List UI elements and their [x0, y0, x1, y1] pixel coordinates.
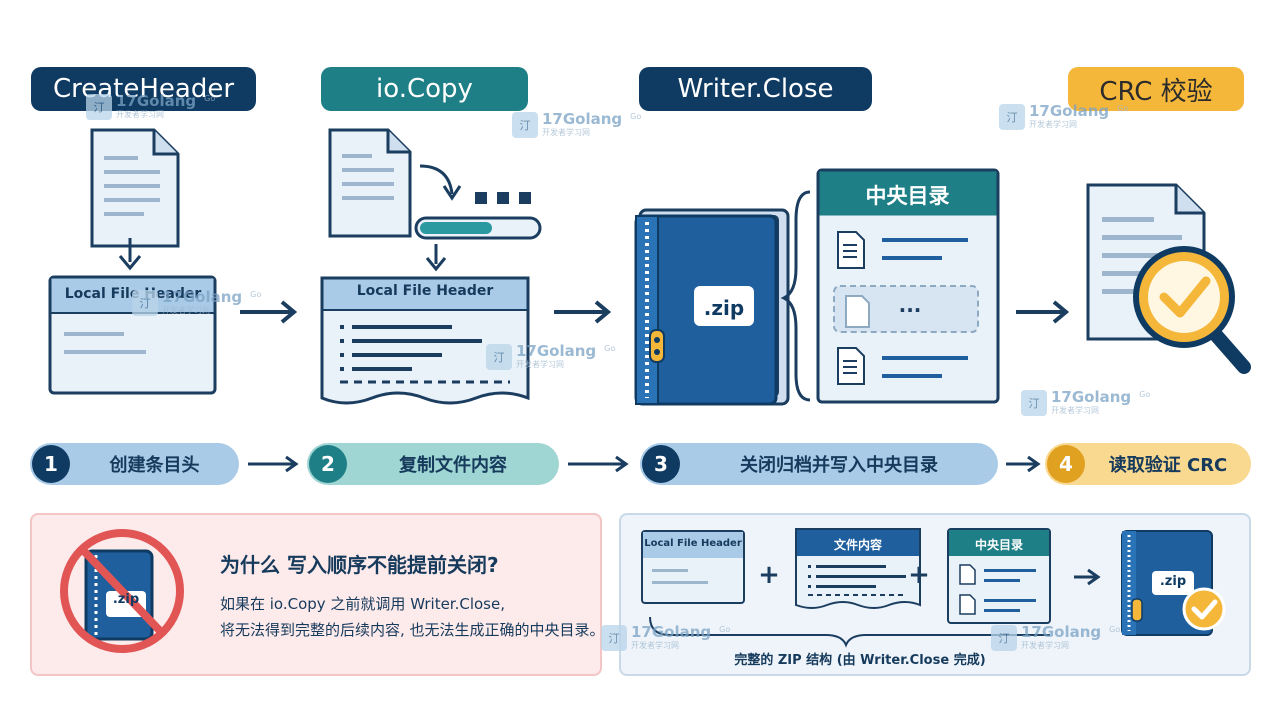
watermark-go: Go — [719, 625, 731, 634]
io-copy-illustration — [320, 128, 542, 405]
check-badge-icon — [1182, 587, 1226, 631]
step-3: 3 关闭归档并写入中央目录 — [640, 443, 998, 485]
arrow-right-icon — [554, 300, 612, 324]
watermark-logo-icon: 汀 — [486, 344, 512, 370]
step-4-label: 读取验证 CRC — [1108, 455, 1228, 476]
watermark-logo-icon: 汀 — [512, 112, 538, 138]
watermark-go: Go — [1117, 104, 1129, 113]
zipper-icon — [645, 222, 665, 398]
watermark-name: 17Golang — [116, 92, 197, 110]
structure-central-directory-label: 中央目录 — [974, 538, 1023, 552]
watermark-logo-icon: 汀 — [132, 290, 158, 316]
step-4-number: 4 — [1047, 445, 1085, 483]
watermark-go: Go — [630, 112, 642, 121]
file-icon — [959, 564, 976, 585]
plus-sign-2: + — [908, 560, 930, 590]
watermark-name: 17Golang — [1021, 623, 1102, 641]
step-3-label: 关闭归档并写入中央目录 — [740, 455, 938, 476]
watermark-sub: 开发者学习网 — [1051, 406, 1099, 415]
document-icon — [90, 128, 180, 248]
watermark-sub: 开发者学习网 — [1029, 120, 1077, 129]
arrow-right-icon — [1016, 300, 1070, 324]
panel2-local-file-header-label: Local File Header — [356, 283, 494, 299]
arrow-right-icon — [240, 300, 298, 324]
watermark-go: Go — [604, 344, 616, 353]
warning-zip-label: .zip — [112, 592, 140, 607]
progress-bar — [414, 216, 542, 240]
crc-check-title: CRC 校验 — [1068, 67, 1244, 111]
writer-close-title: Writer.Close — [639, 67, 872, 111]
step-2-label: 复制文件内容 — [399, 455, 507, 476]
watermark-go: Go — [1109, 625, 1121, 634]
watermark-sub: 开发者学习网 — [162, 306, 210, 315]
structure-zip-label: .zip — [1159, 574, 1187, 589]
watermark-sub: 开发者学习网 — [116, 110, 164, 119]
watermark-go: Go — [1139, 390, 1151, 399]
data-blocks-icon — [475, 192, 531, 204]
warning-line-1: 如果在 io.Copy 之前就调用 Writer.Close, — [220, 595, 505, 613]
watermark-sub: 开发者学习网 — [631, 641, 679, 650]
warning-line-2: 将无法得到完整的后续内容, 也无法生成正确的中央目录。 — [220, 621, 605, 639]
writer-close-illustration — [634, 168, 1000, 406]
watermark-logo-icon: 汀 — [1021, 390, 1047, 416]
watermark-logo-icon: 汀 — [991, 625, 1017, 651]
step-2-number: 2 — [309, 445, 347, 483]
step-2: 2 复制文件内容 — [307, 443, 559, 485]
down-arrow-icon — [425, 244, 447, 272]
document-icon — [328, 128, 412, 238]
plus-sign-1: + — [758, 560, 780, 590]
create-header-illustration — [48, 128, 217, 395]
watermark-sub: 开发者学习网 — [542, 128, 590, 137]
zip-structure-illustration — [641, 528, 1226, 648]
file-icon — [959, 594, 976, 615]
step-1-label: 创建条目头 — [109, 455, 200, 476]
io-copy-title: io.Copy — [321, 67, 528, 111]
arrow-right-icon — [568, 455, 629, 473]
curved-arrow-icon — [419, 164, 462, 201]
structure-file-content-label: 文件内容 — [833, 538, 882, 552]
step-1-number: 1 — [32, 445, 70, 483]
watermark-name: 17Golang — [1051, 388, 1132, 406]
watermark-name: 17Golang — [631, 623, 712, 641]
crc-check-illustration — [1086, 183, 1251, 374]
watermark-logo-icon: 汀 — [999, 104, 1025, 130]
zip-label: .zip — [703, 296, 745, 320]
watermark-go: Go — [204, 94, 216, 103]
watermark-name: 17Golang — [162, 288, 243, 306]
structure-local-file-header-label: Local File Header — [644, 538, 742, 549]
arrow-right-icon — [1006, 455, 1041, 473]
warning-title: 为什么 写入顺序不能提前关闭? — [220, 553, 499, 577]
step-3-number: 3 — [642, 445, 680, 483]
create-header-title: CreateHeader — [31, 67, 256, 111]
no-close-icon — [60, 529, 184, 653]
watermark-logo-icon: 汀 — [601, 625, 627, 651]
watermark-sub: 开发者学习网 — [516, 360, 564, 369]
ellipsis-text: ··· — [898, 298, 922, 322]
file-icon — [845, 295, 870, 328]
watermark-sub: 开发者学习网 — [1021, 641, 1069, 650]
arrow-right-icon — [248, 455, 299, 473]
file-icon — [837, 347, 865, 385]
arrow-right-icon — [1074, 568, 1101, 586]
structure-caption: 完整的 ZIP 结构 (由 Writer.Close 完成) — [734, 653, 986, 668]
file-icon — [837, 231, 865, 269]
watermark-logo-icon: 汀 — [86, 94, 112, 120]
watermark-name: 17Golang — [542, 110, 623, 128]
magnifier-check-icon — [1133, 246, 1251, 374]
watermark-name: 17Golang — [1029, 102, 1110, 120]
watermark-name: 17Golang — [516, 342, 597, 360]
watermark-go: Go — [250, 290, 262, 299]
step-1: 1 创建条目头 — [30, 443, 239, 485]
step-4: 4 读取验证 CRC — [1045, 443, 1251, 485]
central-directory-title: 中央目录 — [865, 184, 950, 208]
down-arrow-icon — [118, 238, 142, 271]
